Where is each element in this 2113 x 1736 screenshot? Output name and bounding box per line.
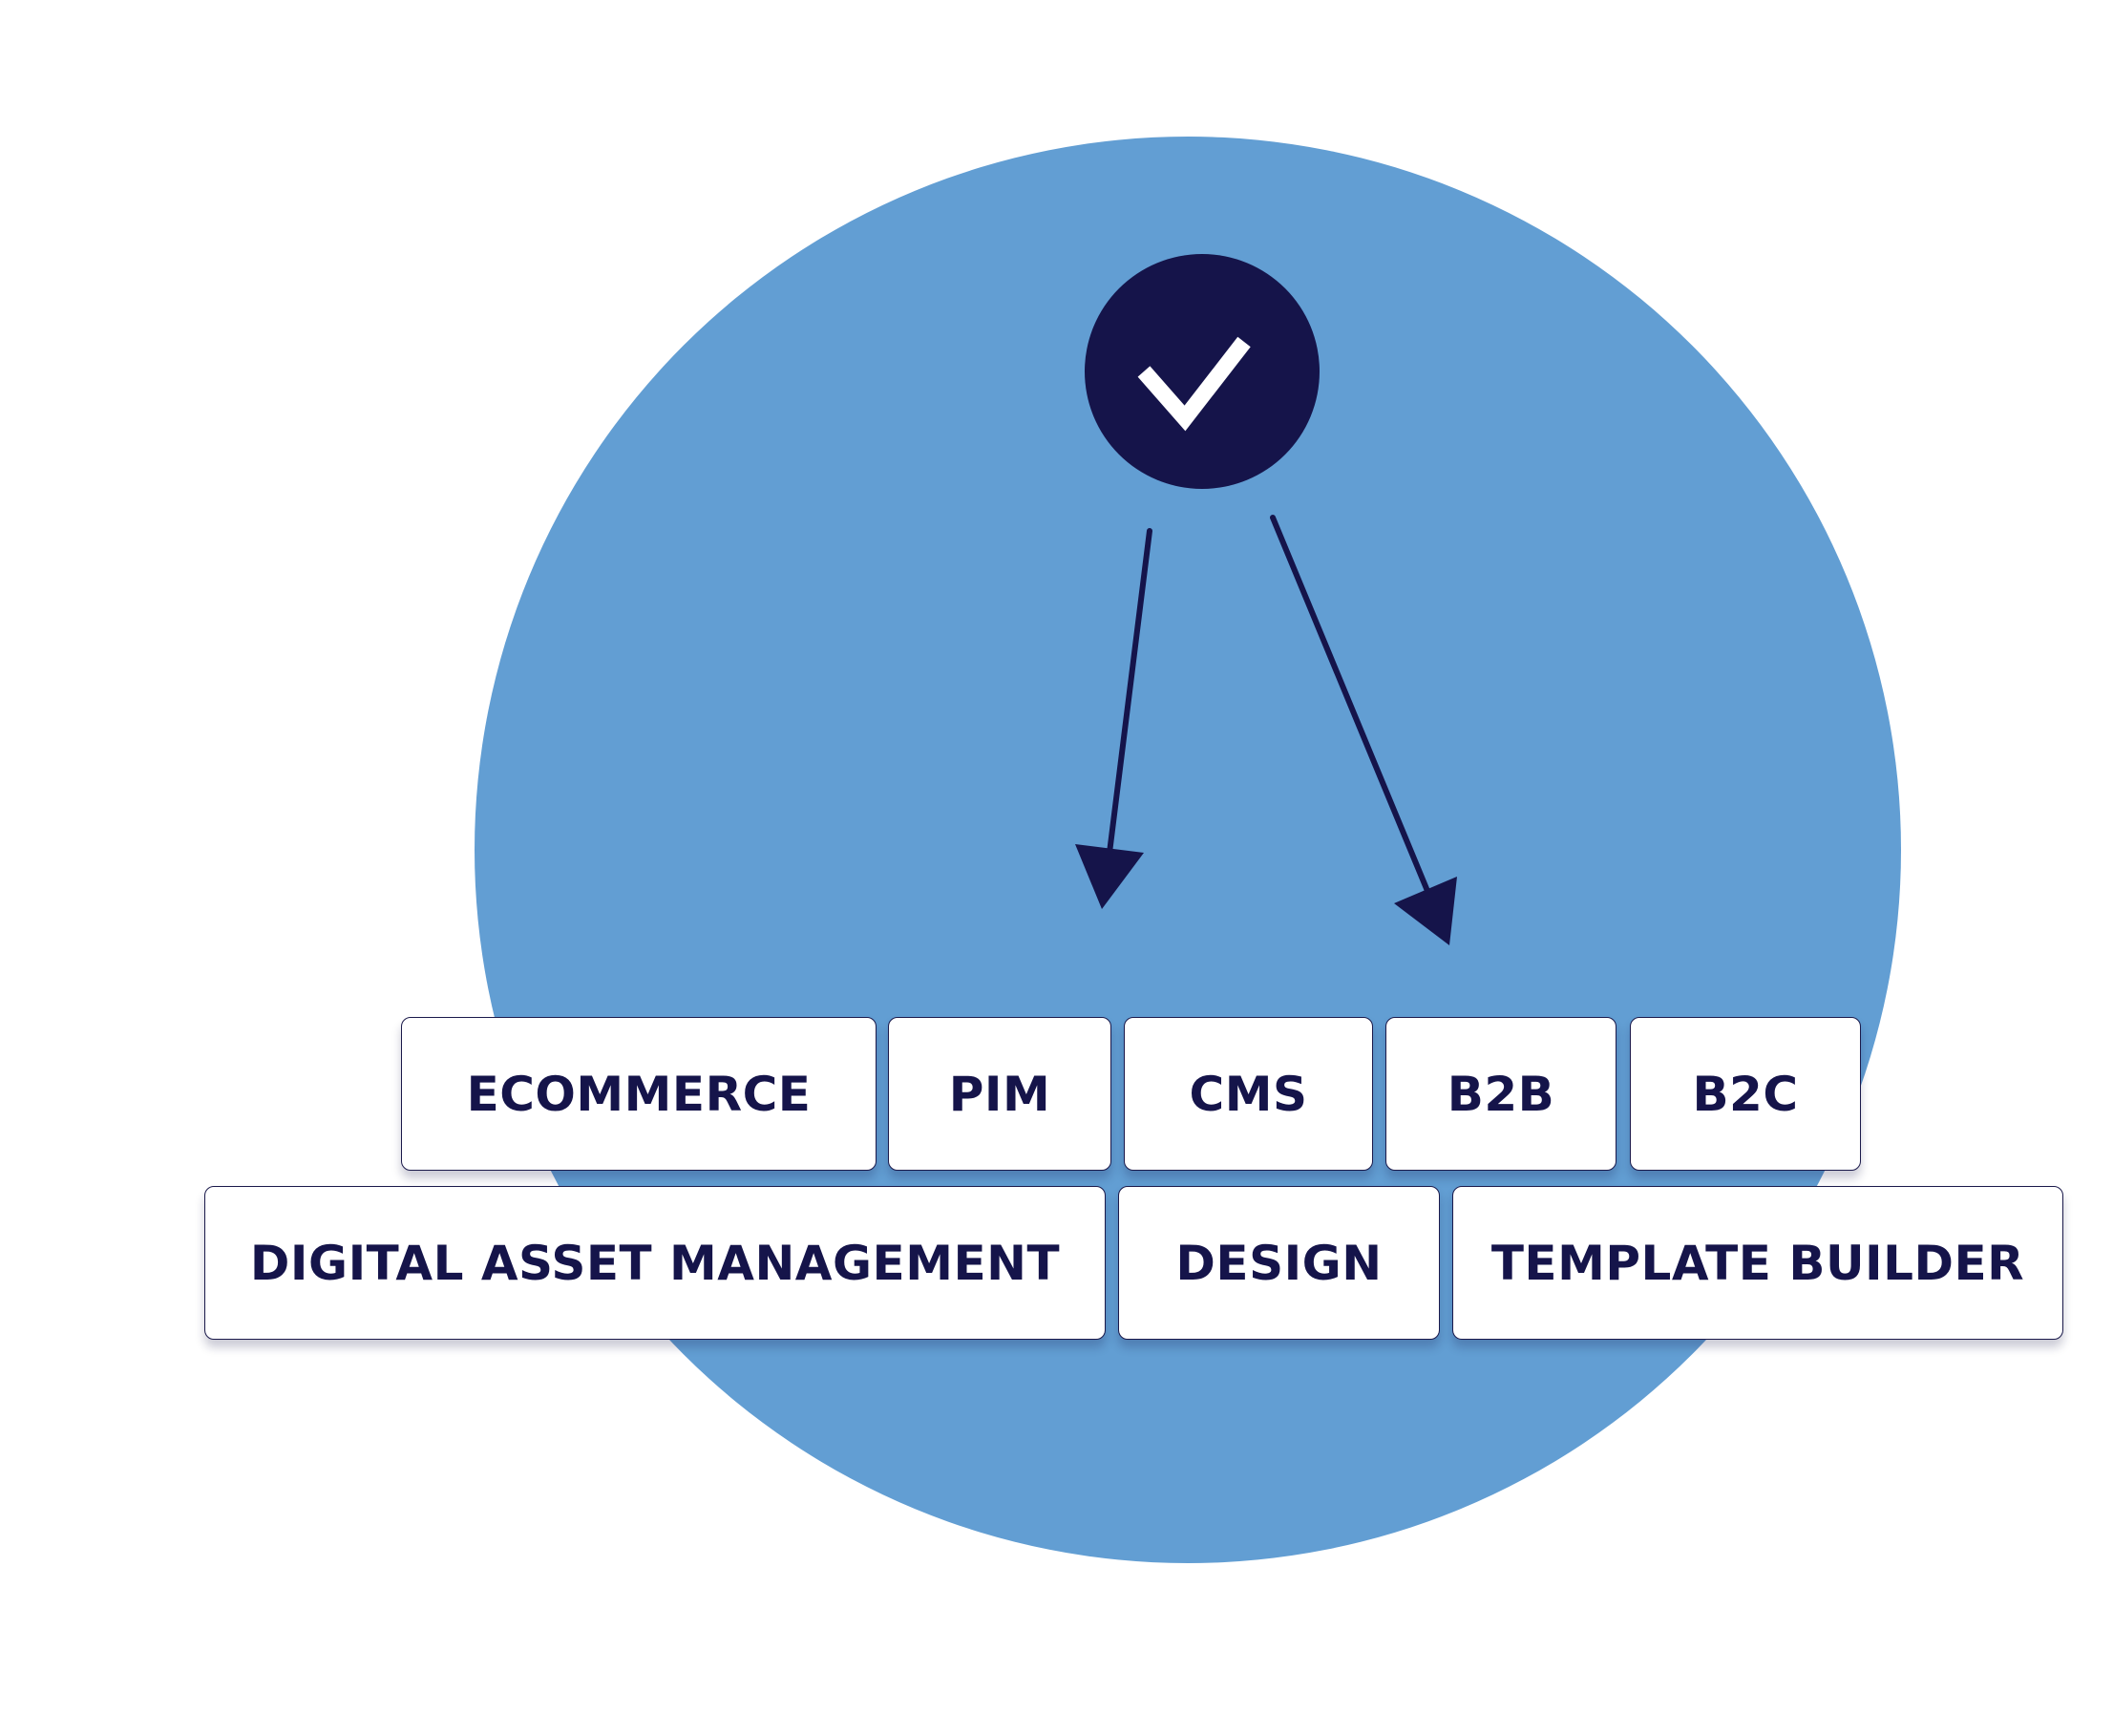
arrow-right-head [1394, 877, 1457, 945]
arrow-left-line [1107, 528, 1152, 856]
module-digital-asset-management: DIGITAL ASSET MANAGEMENT [204, 1186, 1106, 1340]
arrow-left-head [1075, 844, 1144, 909]
module-b2b: B2B [1385, 1017, 1616, 1171]
checkmark-icon [1137, 336, 1251, 432]
module-cms: CMS [1124, 1017, 1373, 1171]
module-b2c: B2C [1630, 1017, 1861, 1171]
module-design: DESIGN [1118, 1186, 1440, 1340]
arrow-right-line [1270, 515, 1430, 894]
check-badge [1085, 254, 1320, 489]
module-pim: PIM [888, 1017, 1111, 1171]
module-template-builder: TEMPLATE BUILDER [1452, 1186, 2063, 1340]
module-ecommerce: ECOMMERCE [401, 1017, 877, 1171]
